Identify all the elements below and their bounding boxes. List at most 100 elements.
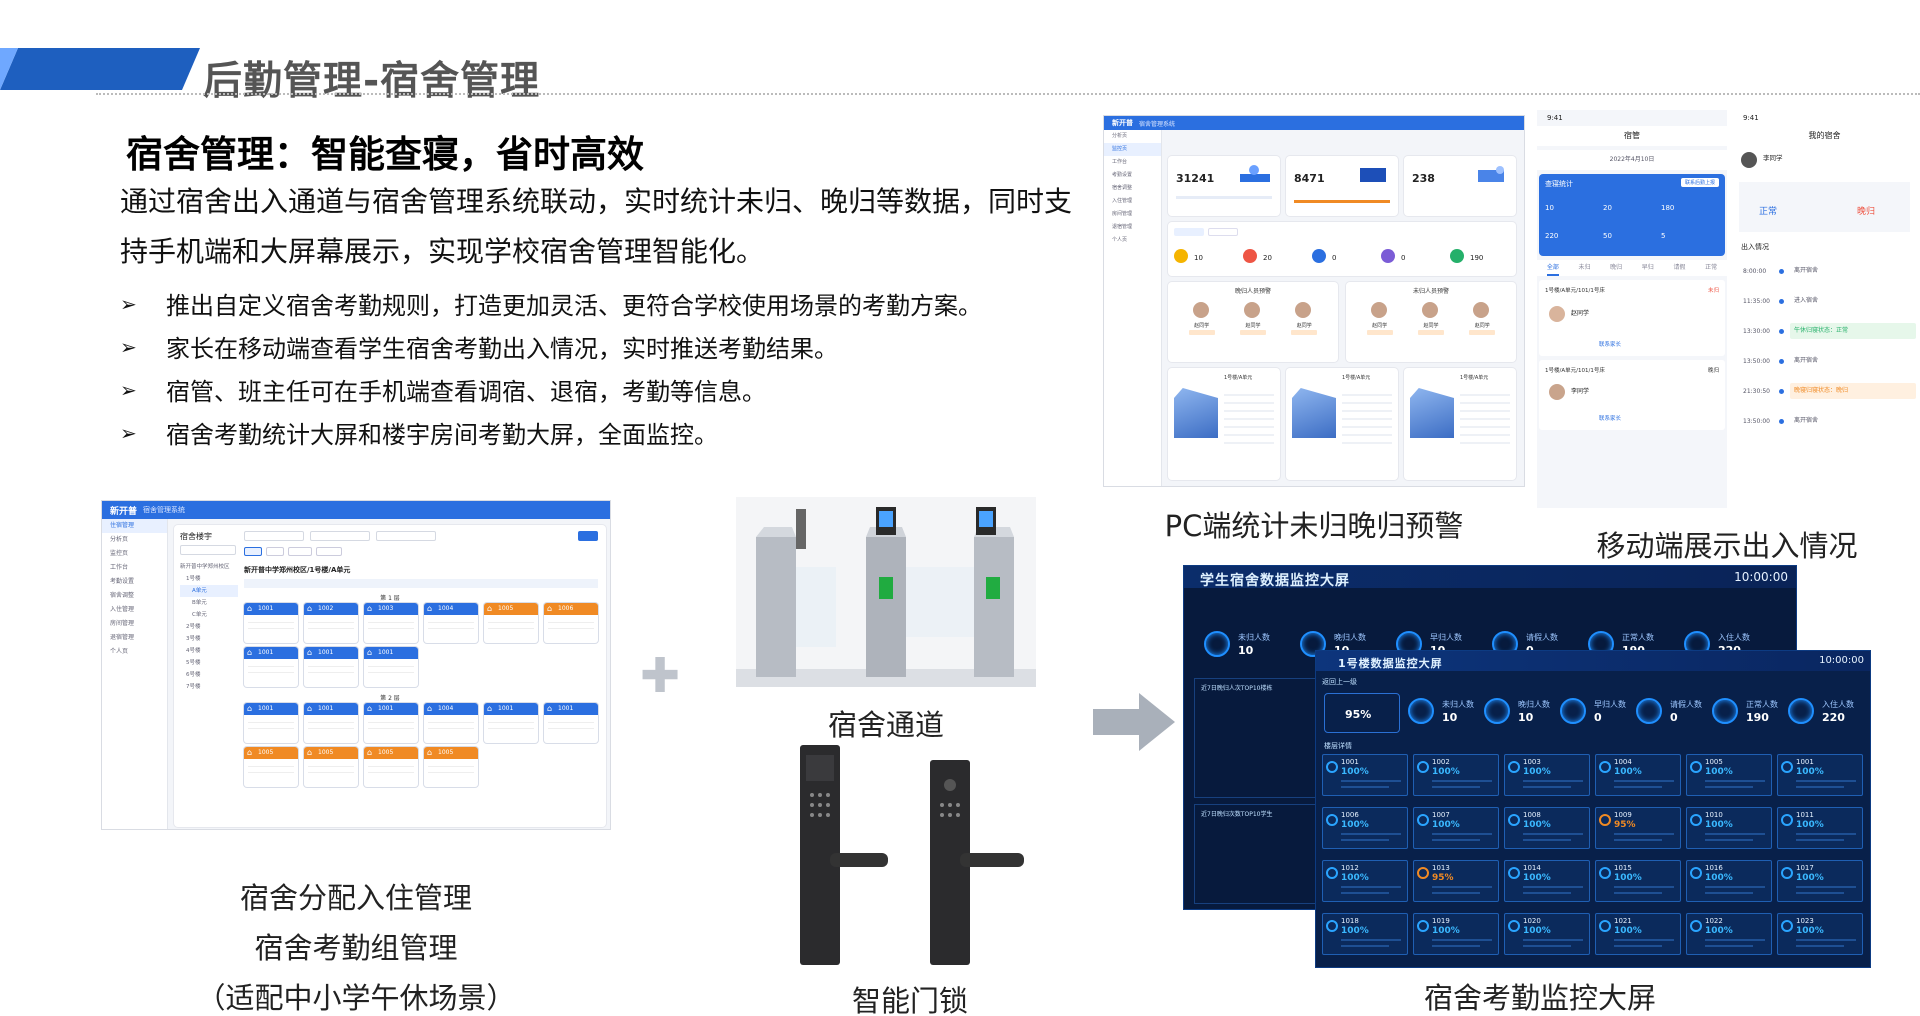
building-card[interactable]: 1号楼/A单元 xyxy=(1286,368,1398,480)
sidebar-item[interactable]: 分析页 xyxy=(1112,133,1128,139)
sidebar-item[interactable]: 入住管理 xyxy=(1112,198,1133,204)
status-tab[interactable]: 早归 xyxy=(1641,264,1654,271)
sidebar-item[interactable]: 退宿管理 xyxy=(1112,224,1133,230)
status-tab[interactable]: 晚归 xyxy=(1610,264,1623,271)
student-card[interactable]: 赵同学 xyxy=(1461,298,1503,354)
room-tile[interactable]: 1001 xyxy=(544,703,598,743)
sidebar-item[interactable]: 监控页 xyxy=(110,550,129,557)
sidebar-item[interactable]: 宿舍调整 xyxy=(110,592,135,599)
sidebar-item[interactable]: 入住管理 xyxy=(110,606,135,613)
report-button[interactable]: 联系后勤上报 xyxy=(1680,178,1719,187)
student-card[interactable]: 赵同学 xyxy=(1410,298,1452,354)
room-tile[interactable]: 1001 xyxy=(484,703,538,743)
status-tab[interactable]: 未归 xyxy=(1578,264,1591,271)
status-tab[interactable]: 请假 xyxy=(1673,264,1686,271)
student-card[interactable]: 赵同学 xyxy=(1181,298,1223,354)
student-card[interactable]: 赵同学 xyxy=(1283,298,1325,354)
room-tile[interactable]: 1001 xyxy=(244,603,298,643)
contact-parent-button[interactable]: 联系家长 xyxy=(1599,342,1622,348)
tree-node[interactable]: 5号楼 xyxy=(186,660,201,666)
student-card[interactable]: 赵同学 xyxy=(1232,298,1274,354)
room-tile[interactable]: 1004 xyxy=(424,703,478,743)
room-tile[interactable]: 1003 xyxy=(364,603,418,643)
room-tile[interactable]: 1005 xyxy=(484,603,538,643)
sidebar-item[interactable]: 考勤设置 xyxy=(110,578,135,585)
sidebar-item[interactable]: 考勤设置 xyxy=(1112,172,1133,178)
room-tile[interactable]: 1001 xyxy=(364,703,418,743)
search-button[interactable] xyxy=(578,531,598,541)
room-tile[interactable]: 1001 xyxy=(244,703,298,743)
tree-node[interactable]: 3号楼 xyxy=(186,636,201,642)
sidebar-item[interactable]: 个人页 xyxy=(110,648,129,655)
room-tile[interactable]: 1001 xyxy=(304,703,358,743)
action-button[interactable] xyxy=(244,547,262,556)
action-button[interactable] xyxy=(266,547,284,556)
filter-input[interactable] xyxy=(310,531,370,541)
sidebar-item[interactable]: 住宿管理 xyxy=(102,519,167,533)
sidebar-item[interactable]: 宿舍调整 xyxy=(1112,185,1133,191)
sidebar-item[interactable]: 个人页 xyxy=(1112,237,1128,243)
back-button[interactable]: 返回上一级 xyxy=(1322,678,1357,686)
filter-input[interactable] xyxy=(376,531,436,541)
contact-parent-button[interactable]: 联系家长 xyxy=(1599,416,1622,422)
tree-node[interactable]: C单元 xyxy=(192,612,207,618)
tree-node[interactable]: 新开普中学郑州校区 xyxy=(180,564,230,570)
date-picker[interactable]: 2022年4月10日 xyxy=(1537,150,1727,170)
room-tile[interactable]: 1001 xyxy=(304,647,358,687)
status-tab[interactable]: 全部 xyxy=(1546,260,1559,276)
action-button[interactable] xyxy=(316,547,342,556)
room-tile[interactable]: 1002 xyxy=(304,603,358,643)
student-card[interactable]: 赵同学 xyxy=(1359,298,1401,354)
building-card[interactable]: 1号楼/A单元 xyxy=(1168,368,1280,480)
sidebar-item[interactable]: 房间管理 xyxy=(1112,211,1133,217)
tree-search-input[interactable] xyxy=(180,545,236,555)
room-tile[interactable]: 1004 xyxy=(424,603,478,643)
status-tab[interactable]: 正常 xyxy=(1705,264,1718,271)
sidebar-item[interactable]: 监控页 xyxy=(1104,143,1161,156)
kpi-tab[interactable] xyxy=(1208,228,1238,236)
filter-input[interactable] xyxy=(244,531,304,541)
sidebar-item[interactable]: 分析页 xyxy=(110,536,129,543)
room-tile[interactable]: 1005 xyxy=(244,747,298,787)
tree-node[interactable]: 2号楼 xyxy=(186,624,201,630)
room-tile[interactable]: 1001 xyxy=(364,647,418,687)
sidebar-item[interactable]: 工作台 xyxy=(1112,159,1128,165)
building-card[interactable]: 1号楼/A单元 xyxy=(1404,368,1516,480)
room-tile[interactable]: 1005 xyxy=(364,747,418,787)
tree-node[interactable]: 6号楼 xyxy=(186,672,201,678)
tree-node[interactable]: B单元 xyxy=(192,600,207,606)
room-tile[interactable]: 1006 xyxy=(544,603,598,643)
action-button[interactable] xyxy=(288,547,312,556)
tree-node[interactable]: 7号楼 xyxy=(186,684,201,690)
tree-node[interactable]: A单元 xyxy=(180,585,238,597)
sidebar-item[interactable]: 房间管理 xyxy=(110,620,135,627)
tree-node[interactable]: 4号楼 xyxy=(186,648,201,654)
room-tile[interactable]: 1005 xyxy=(424,747,478,787)
sidebar-item[interactable]: 退宿管理 xyxy=(110,634,135,641)
tree-node[interactable]: 1号楼 xyxy=(186,576,201,582)
